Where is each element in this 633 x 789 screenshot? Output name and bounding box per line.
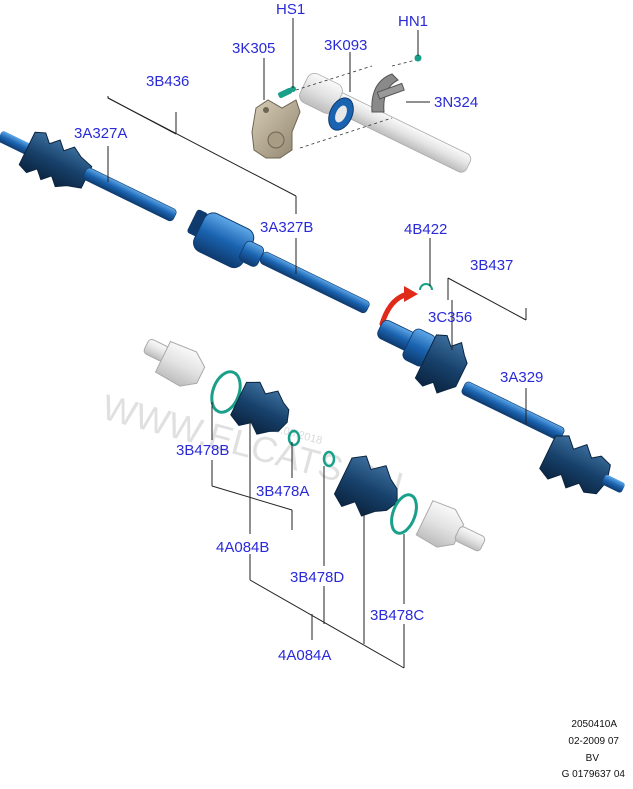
driveshaft-3A327A bbox=[0, 131, 177, 222]
label-4B422: 4B422 bbox=[404, 221, 448, 238]
footer-code: 2050410A bbox=[571, 719, 617, 730]
label-3A327B: 3A327B bbox=[260, 219, 314, 236]
bearing-3K093 bbox=[328, 97, 354, 131]
label-3B436: 3B436 bbox=[146, 73, 190, 90]
leader-lines bbox=[107, 18, 527, 669]
footer-region: BV bbox=[585, 753, 599, 764]
footer-ref: G 0179637 04 bbox=[561, 769, 625, 780]
label-HS1: HS1 bbox=[276, 1, 306, 18]
driveshaft-3A329 bbox=[377, 320, 625, 495]
boot-4A084A bbox=[333, 455, 398, 517]
label-3B437: 3B437 bbox=[470, 257, 514, 274]
label-4A084A: 4A084A bbox=[278, 647, 332, 664]
label-HN1: HN1 bbox=[398, 13, 429, 30]
assembly-arrow bbox=[379, 286, 418, 327]
bearing-bracket-3K305 bbox=[251, 99, 301, 159]
label-3C356: 3C356 bbox=[428, 309, 473, 326]
label-3B478C: 3B478C bbox=[370, 607, 425, 624]
footer-date: 02-2009 07 bbox=[568, 736, 619, 747]
label-3K305: 3K305 bbox=[232, 40, 276, 57]
nut-HN1 bbox=[414, 54, 422, 62]
circlip-4B422 bbox=[419, 283, 433, 291]
label-3N324: 3N324 bbox=[434, 94, 479, 111]
boot-4A084B bbox=[230, 381, 290, 435]
label-4A084B: 4A084B bbox=[216, 539, 270, 556]
label-3K093: 3K093 bbox=[324, 37, 368, 54]
bolt-HS1 bbox=[278, 86, 296, 99]
ring-3B478C bbox=[390, 493, 418, 535]
label-3A329: 3A329 bbox=[500, 369, 544, 386]
alignment-lines bbox=[295, 59, 417, 149]
label-3B478B: 3B478B bbox=[176, 442, 230, 459]
ring-3B478A bbox=[287, 429, 301, 447]
ring-3B478D bbox=[322, 450, 336, 468]
driveshaft-3A327B bbox=[187, 209, 370, 314]
grey-joint-left bbox=[143, 338, 206, 387]
clamp-3N324 bbox=[371, 73, 405, 113]
grey-joint-right bbox=[415, 500, 486, 552]
label-3A327A: 3A327A bbox=[74, 125, 128, 142]
label-3B478D: 3B478D bbox=[290, 569, 345, 586]
label-3B478A: 3B478A bbox=[256, 483, 310, 500]
ring-3B478B bbox=[210, 370, 242, 414]
